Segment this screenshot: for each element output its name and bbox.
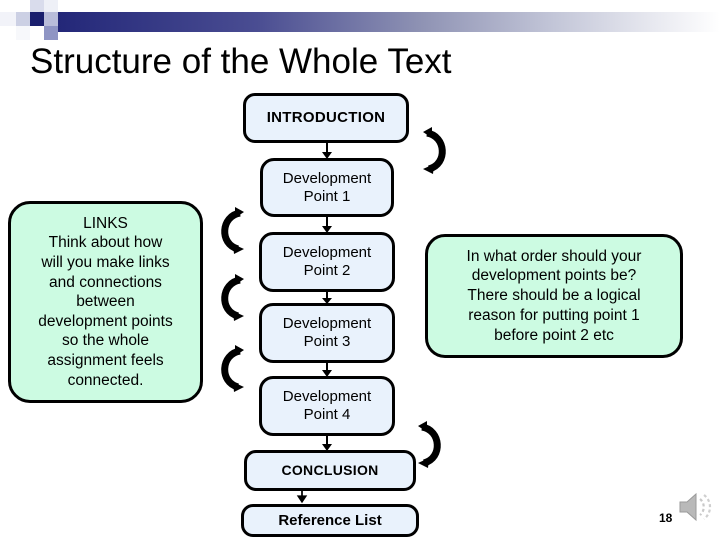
links-line-1: LINKS bbox=[83, 214, 128, 232]
curved-arrow-right-icon-bottom bbox=[418, 421, 441, 468]
links-line-3: will you make links bbox=[41, 254, 170, 272]
links-line-8: assignment feels bbox=[47, 351, 164, 369]
arrow-down-icon-conclusion-to-reference bbox=[296, 490, 308, 504]
dp4-line-1: Development bbox=[282, 388, 372, 406]
flow-box-reference-list[interactable]: Reference List bbox=[241, 504, 419, 537]
dp2-line-2: Point 2 bbox=[303, 262, 351, 279]
order-line-3: There should be a logical bbox=[467, 287, 641, 305]
curved-arrow-right-icon-top bbox=[423, 127, 446, 174]
links-line-4: and connections bbox=[49, 273, 162, 291]
links-line-5: between bbox=[76, 293, 135, 311]
flow-box-development-point-2-label: Development Point 2 bbox=[283, 244, 371, 279]
order-line-5: before point 2 etc bbox=[494, 326, 614, 344]
flow-box-development-point-1[interactable]: Development Point 1 bbox=[260, 158, 394, 217]
flow-box-conclusion[interactable]: CONCLUSION bbox=[244, 450, 416, 491]
dp3-line-2: Point 3 bbox=[303, 333, 351, 350]
arrow-down-icon-dp3-to-dp4 bbox=[322, 362, 332, 377]
order-line-4: reason for putting point 1 bbox=[468, 306, 640, 324]
note-box-links[interactable]: LINKS Think about how will you make link… bbox=[8, 201, 203, 403]
curved-arrow-left-icon-1 bbox=[221, 207, 244, 254]
arrow-down-icon-dp1-to-dp2 bbox=[322, 216, 332, 233]
speaker-icon[interactable] bbox=[676, 487, 716, 527]
flow-box-introduction[interactable]: INTRODUCTION bbox=[243, 93, 409, 143]
flow-box-development-point-1-label: Development Point 1 bbox=[283, 170, 371, 205]
decor-square-fade-lower-left bbox=[16, 26, 30, 40]
flow-box-introduction-label: INTRODUCTION bbox=[266, 109, 386, 127]
title-gradient-band bbox=[58, 12, 720, 32]
decor-square-fade-left bbox=[0, 12, 16, 26]
arrow-down-icon-dp4-to-conclusion bbox=[322, 435, 332, 451]
arrow-down-icon-intro-to-dp1 bbox=[322, 142, 332, 159]
flow-box-development-point-3-label: Development Point 3 bbox=[283, 315, 371, 350]
curved-arrow-left-icon-3 bbox=[221, 345, 244, 392]
flow-box-reference-list-label: Reference List bbox=[278, 511, 382, 529]
decor-square-light-top-right bbox=[44, 0, 58, 12]
links-line-6: development points bbox=[38, 312, 173, 330]
flow-box-conclusion-label: CONCLUSION bbox=[281, 462, 379, 479]
links-line-2: Think about how bbox=[48, 234, 163, 252]
note-box-links-text: LINKS Think about how will you make link… bbox=[38, 214, 172, 390]
links-line-7: so the whole bbox=[61, 332, 149, 350]
page-number: 18 bbox=[659, 511, 673, 525]
page-title: Structure of the Whole Text bbox=[30, 42, 452, 81]
decor-square-pale-left bbox=[16, 12, 30, 26]
decor-square-mid-lavender bbox=[44, 12, 58, 26]
dp2-line-1: Development bbox=[282, 244, 372, 262]
flow-box-development-point-4[interactable]: Development Point 4 bbox=[259, 376, 395, 436]
dp3-line-1: Development bbox=[282, 315, 372, 333]
note-box-order-text: In what order should your development po… bbox=[467, 247, 642, 345]
order-line-2: development points be? bbox=[471, 267, 637, 285]
decor-square-lavender-low bbox=[44, 26, 58, 40]
decor-square-navy-dark bbox=[30, 12, 44, 26]
arrow-down-icon-dp2-to-dp3 bbox=[322, 291, 332, 304]
decor-square-pale-top bbox=[30, 0, 44, 12]
flow-box-development-point-3[interactable]: Development Point 3 bbox=[259, 303, 395, 363]
dp1-line-1: Development bbox=[282, 169, 372, 187]
links-line-9: connected. bbox=[67, 371, 144, 389]
flow-box-development-point-4-label: Development Point 4 bbox=[283, 388, 371, 423]
dp4-line-2: Point 4 bbox=[303, 406, 351, 423]
note-box-order[interactable]: In what order should your development po… bbox=[425, 234, 683, 358]
curved-arrow-left-icon-2 bbox=[221, 274, 244, 321]
dp1-line-2: Point 1 bbox=[303, 187, 351, 205]
flow-box-development-point-2[interactable]: Development Point 2 bbox=[259, 232, 395, 292]
order-line-1: In what order should your bbox=[466, 247, 642, 265]
